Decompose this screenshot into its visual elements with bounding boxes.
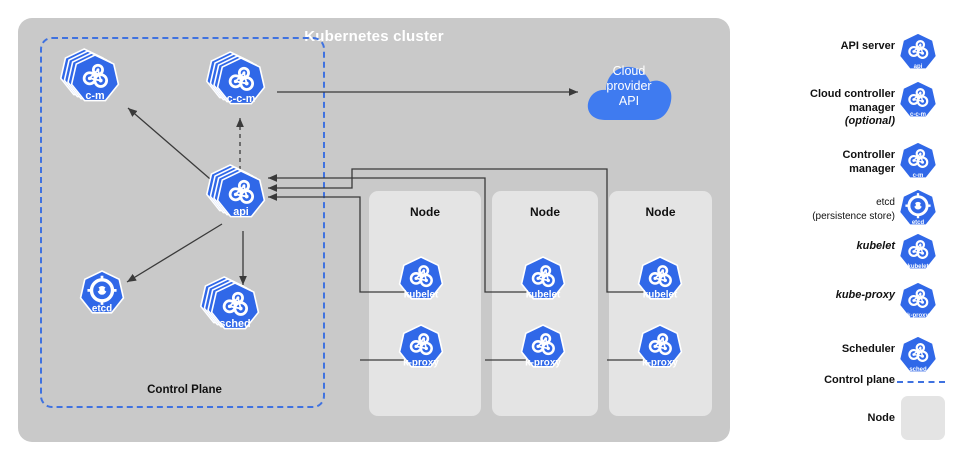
- svg-text:api: api: [914, 64, 923, 70]
- k8s-kubelet-icon[interactable]: kubelet: [395, 254, 451, 310]
- cloud-line-1: Cloud: [612, 64, 646, 78]
- node-color-swatch: [901, 396, 945, 440]
- kubelet-icon[interactable]: kubelet: [895, 230, 945, 280]
- k8s-kproxy-icon[interactable]: k-proxy: [634, 322, 690, 378]
- sched-icon[interactable]: sched: [895, 333, 945, 383]
- svg-text:k-proxy: k-proxy: [907, 313, 929, 319]
- k8s-sched-icon[interactable]: sched: [199, 276, 267, 340]
- legend-label-control-plane: Control plane: [824, 374, 895, 386]
- legend-label: kubelet: [856, 240, 895, 252]
- svg-text:c-m: c-m: [85, 90, 104, 102]
- k8s-kubelet-icon[interactable]: kubelet: [634, 254, 690, 310]
- k8s-kproxy-icon[interactable]: k-proxy: [517, 322, 573, 378]
- node-label: Node: [410, 205, 440, 219]
- legend-label: Scheduler: [841, 343, 895, 355]
- k8s-c-c-m-icon[interactable]: c-c-m: [205, 51, 273, 115]
- svg-text:k-proxy: k-proxy: [642, 357, 678, 368]
- svg-text:sched: sched: [219, 318, 250, 330]
- cloud-line-2: provider: [606, 79, 652, 93]
- cm-icon[interactable]: c-m: [895, 139, 945, 189]
- k8s-api-icon[interactable]: api: [205, 164, 273, 228]
- api-icon[interactable]: api: [895, 30, 945, 80]
- k8s-c-m-icon[interactable]: c-m: [59, 48, 127, 112]
- svg-text:c-c-m: c-c-m: [910, 112, 926, 118]
- svg-text:api: api: [233, 206, 249, 218]
- cloud-label: Cloud provider API: [583, 64, 675, 109]
- cloud-shape: [587, 66, 672, 120]
- svg-text:kubelet: kubelet: [907, 264, 928, 270]
- svg-text:kubelet: kubelet: [643, 289, 678, 300]
- kproxy-icon[interactable]: k-proxy: [895, 279, 945, 329]
- legend-label: API server: [840, 40, 895, 52]
- ccm-icon[interactable]: c-c-m: [895, 78, 945, 128]
- cloud-provider-api[interactable]: Cloud provider API: [583, 48, 675, 128]
- control-plane-label: Control Plane: [147, 384, 222, 396]
- legend-label: etcd(persistence store): [812, 197, 895, 222]
- cloud-line-3: API: [618, 94, 640, 108]
- k8s-kubelet-icon[interactable]: kubelet: [517, 254, 573, 310]
- svg-text:k-proxy: k-proxy: [403, 357, 439, 368]
- k8s-etcd-icon[interactable]: etcd: [76, 268, 132, 324]
- legend-label-node: Node: [867, 412, 896, 424]
- svg-text:etcd: etcd: [92, 303, 112, 314]
- svg-text:c-m: c-m: [913, 173, 924, 179]
- k8s-kproxy-icon[interactable]: k-proxy: [395, 322, 451, 378]
- dashed-line-swatch: [897, 381, 945, 383]
- svg-text:kubelet: kubelet: [404, 289, 439, 300]
- svg-text:sched: sched: [909, 367, 927, 373]
- node-label: Node: [645, 205, 676, 219]
- svg-text:etcd: etcd: [912, 220, 925, 226]
- svg-text:k-proxy: k-proxy: [525, 357, 561, 368]
- svg-text:c-c-m: c-c-m: [227, 93, 256, 105]
- node-label: Node: [530, 205, 560, 219]
- legend-label: kube-proxy: [835, 289, 895, 301]
- cluster-title: Kubernetes cluster: [304, 28, 444, 45]
- etcd-icon[interactable]: etcd: [895, 186, 945, 236]
- svg-text:kubelet: kubelet: [526, 289, 561, 300]
